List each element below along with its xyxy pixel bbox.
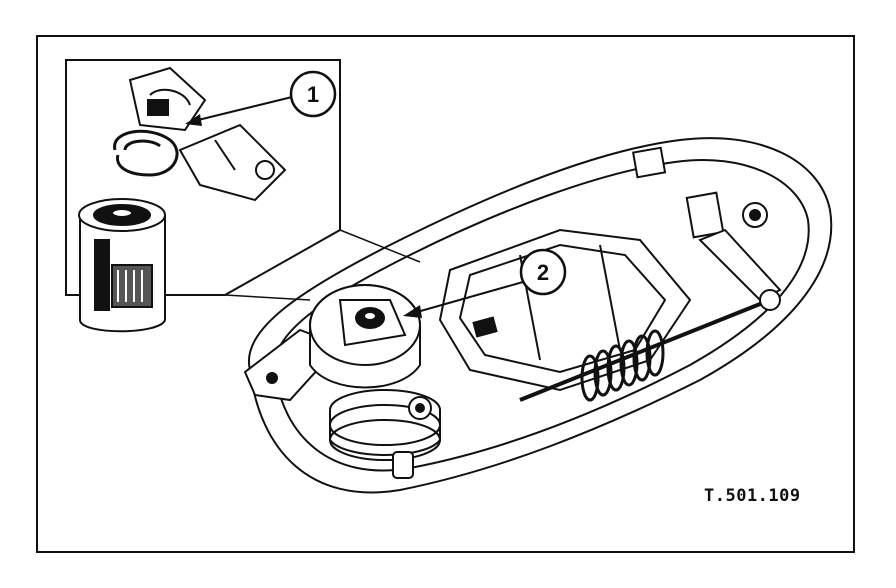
callout-2-label: 2 bbox=[537, 260, 549, 285]
callout-1-label: 1 bbox=[307, 82, 319, 107]
mechanism-cover bbox=[438, 228, 692, 392]
return-spring bbox=[519, 298, 771, 402]
inset-lever-part bbox=[128, 66, 287, 202]
callout-2: 2 bbox=[403, 248, 567, 318]
inset-cylinder bbox=[78, 198, 166, 333]
callout-1: 1 bbox=[185, 70, 337, 126]
lock-rotor bbox=[309, 284, 421, 389]
figure-reference-code: T.501.109 bbox=[704, 486, 801, 506]
right-linkage bbox=[631, 146, 782, 311]
inset-spring-clip bbox=[113, 129, 179, 177]
lower-pulley bbox=[329, 389, 441, 479]
